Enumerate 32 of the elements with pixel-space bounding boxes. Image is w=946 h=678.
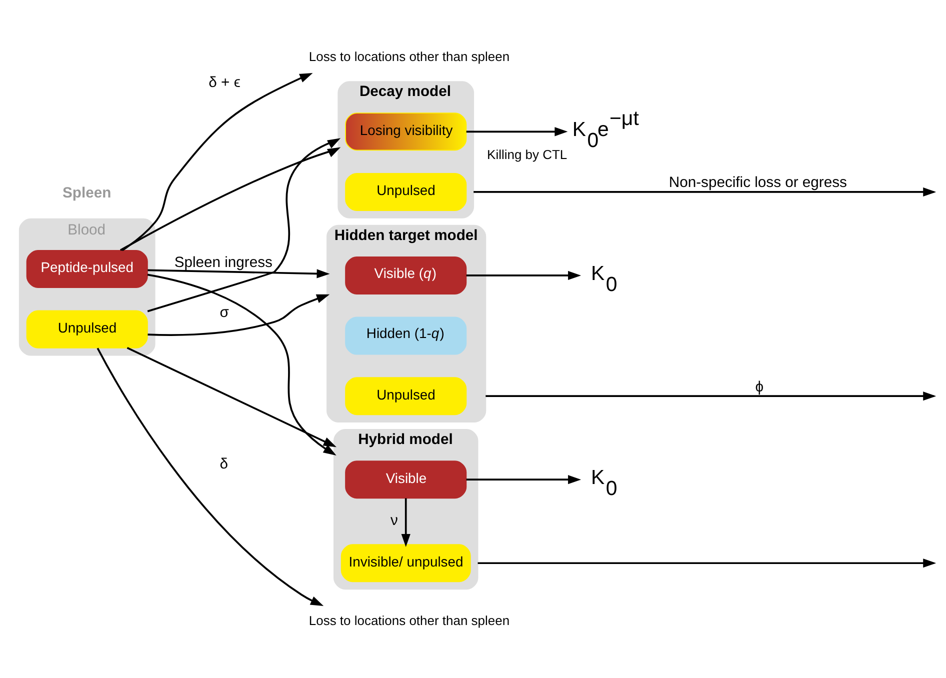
node-box: Unpulsed (345, 172, 467, 210)
arrow (466, 270, 582, 280)
edge-label: ν (390, 512, 398, 528)
arrow (147, 273, 336, 455)
edge-label: δ (220, 456, 228, 472)
node-box: Visible (345, 460, 467, 498)
arrow (122, 72, 313, 251)
node-text: Loss to locations other than spleen (308, 612, 510, 628)
node-box: Hidden (1-q) (345, 316, 467, 354)
node-box: Peptide-pulsed (26, 249, 148, 288)
edge-label: σ (220, 304, 229, 321)
node-text: Loss to locations other than spleen (308, 48, 510, 64)
arrow (401, 498, 410, 546)
node-box: Unpulsed (26, 310, 148, 348)
edge-label: Non-specific loss or egress (668, 174, 847, 191)
node-box: Visible (q) (345, 256, 467, 294)
node-box: Losing visibility (345, 112, 467, 150)
edge-label: δ + ϵ (208, 74, 240, 90)
node-box: Unpulsed (345, 376, 467, 415)
arrow (148, 294, 330, 336)
arrow (147, 138, 341, 312)
node-label: Killing by CTL (487, 146, 568, 162)
edge-label: ϕ (755, 378, 764, 395)
edge-label: Spleen ingress (174, 254, 272, 270)
arrow (126, 346, 336, 447)
arrow (120, 146, 341, 251)
arrow (466, 126, 568, 136)
arrow (466, 474, 582, 484)
label: Spleen (62, 184, 112, 201)
arrow (96, 347, 324, 606)
arrow (148, 268, 330, 278)
node-box: Invisible/ unpulsed (340, 544, 471, 582)
